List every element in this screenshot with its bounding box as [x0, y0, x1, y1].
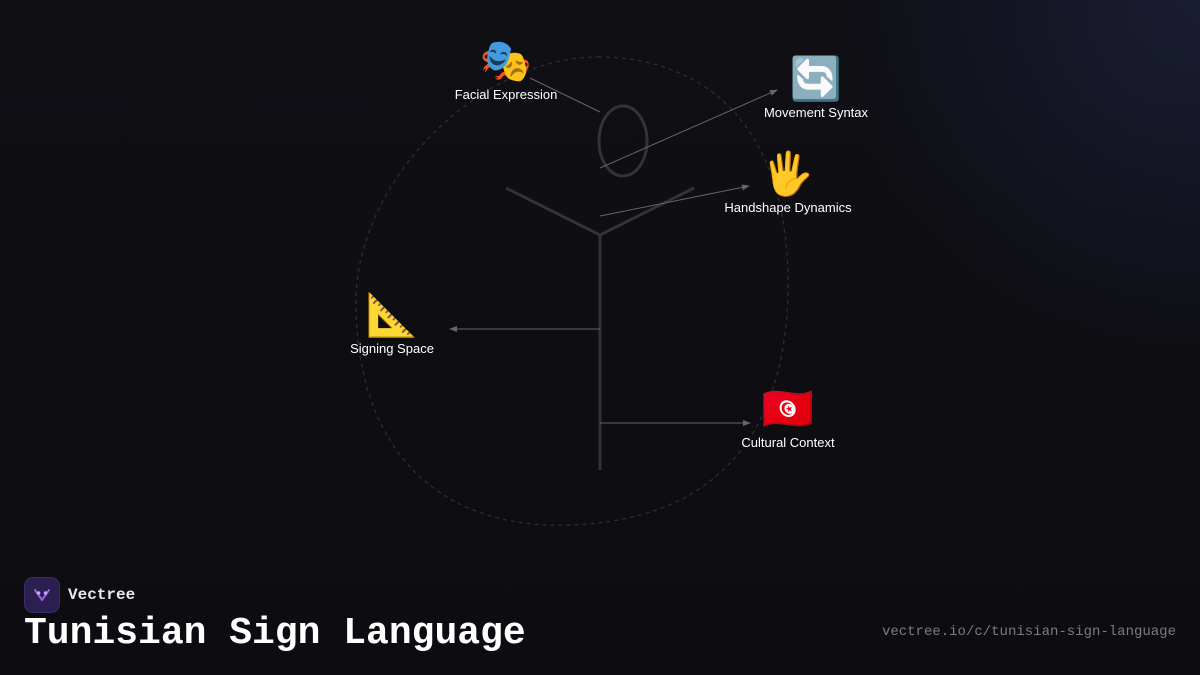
node-label: Handshape Dynamics — [724, 200, 852, 215]
theater-masks-icon: 🎭 — [479, 37, 533, 84]
connector-movement — [599, 89, 778, 169]
node-facial-expression: 🎭 Facial Expression — [455, 37, 558, 102]
node-label: Cultural Context — [741, 435, 835, 450]
page-url[interactable]: vectree.io/c/tunisian-sign-language — [881, 624, 1176, 640]
connectors — [449, 77, 778, 426]
node-handshape-dynamics: 🖐️ Handshape Dynamics — [724, 150, 851, 215]
figure-right-arm — [599, 186, 695, 237]
connector-handshape — [599, 184, 750, 217]
stick-figure — [505, 104, 695, 470]
node-label: Movement Syntax — [763, 105, 869, 120]
raised-hand-icon: 🖐️ — [761, 150, 815, 197]
node-label: Signing Space — [350, 341, 434, 356]
vectree-logo-icon — [24, 577, 60, 613]
figure-head — [597, 104, 649, 178]
signing-space-boundary — [355, 56, 789, 526]
cycle-arrows-icon: 🔄 — [789, 55, 843, 102]
page-title: Tunisian Sign Language — [24, 612, 526, 655]
node-signing-space: 📐 Signing Space — [350, 291, 434, 356]
node-label: Facial Expression — [454, 87, 558, 102]
brand-name: Vectree — [68, 586, 136, 604]
node-cultural-context: 🇹🇳 Cultural Context — [741, 385, 834, 450]
node-movement-syntax: 🔄 Movement Syntax — [764, 55, 868, 120]
figure-left-arm — [505, 186, 601, 237]
connector-facial — [529, 77, 601, 113]
brand[interactable]: Vectree — [24, 577, 135, 613]
triangle-ruler-icon: 📐 — [365, 291, 419, 338]
tunisia-flag-icon: 🇹🇳 — [761, 385, 815, 432]
